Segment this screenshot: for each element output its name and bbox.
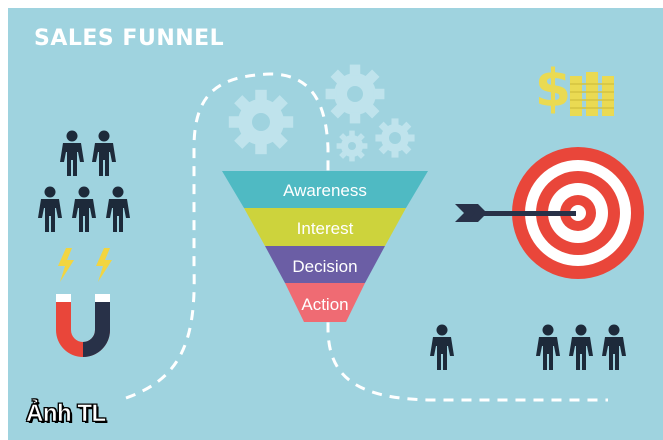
lightning-icon [58, 248, 112, 282]
arrow-icon [455, 204, 576, 222]
person-icon [536, 324, 560, 370]
people-group-right [430, 324, 626, 370]
person-icon [569, 324, 593, 370]
coin-stack-icon [570, 72, 614, 116]
gear-icon-large [228, 89, 294, 155]
funnel-stage-action: Action [301, 295, 348, 314]
funnel-stage-interest: Interest [297, 219, 354, 238]
people-group-left [38, 130, 130, 232]
funnel-band-decision [265, 246, 385, 283]
funnel-band-awareness [222, 171, 428, 208]
funnel-stage-awareness: Awareness [283, 181, 367, 200]
person-icon [92, 130, 116, 176]
dashed-path [125, 72, 608, 402]
svg-text:$: $ [535, 59, 571, 119]
funnel-stage-decision: Decision [292, 257, 357, 276]
person-icon [106, 186, 130, 232]
person-icon [72, 186, 96, 232]
gear-icon-top [325, 64, 385, 124]
dollar-icon: $ [535, 59, 571, 119]
gear-icon-small-2 [375, 118, 415, 158]
page-title: SALES FUNNEL [34, 26, 225, 51]
person-icon [430, 324, 454, 370]
infographic-canvas: SALES FUNNEL [8, 8, 663, 440]
funnel-band-action [285, 283, 365, 322]
diagram-graphics: Awareness Interest Decision Action $ [38, 59, 644, 402]
person-icon [60, 130, 84, 176]
magnet-icon [56, 294, 110, 357]
image-caption: Ảnh TL [26, 400, 107, 428]
gear-icon-small-1 [336, 130, 368, 162]
funnel-band-interest [244, 208, 406, 246]
funnel: Awareness Interest Decision Action [222, 171, 428, 322]
person-icon [38, 186, 62, 232]
target-icon [512, 147, 644, 279]
person-icon [602, 324, 626, 370]
